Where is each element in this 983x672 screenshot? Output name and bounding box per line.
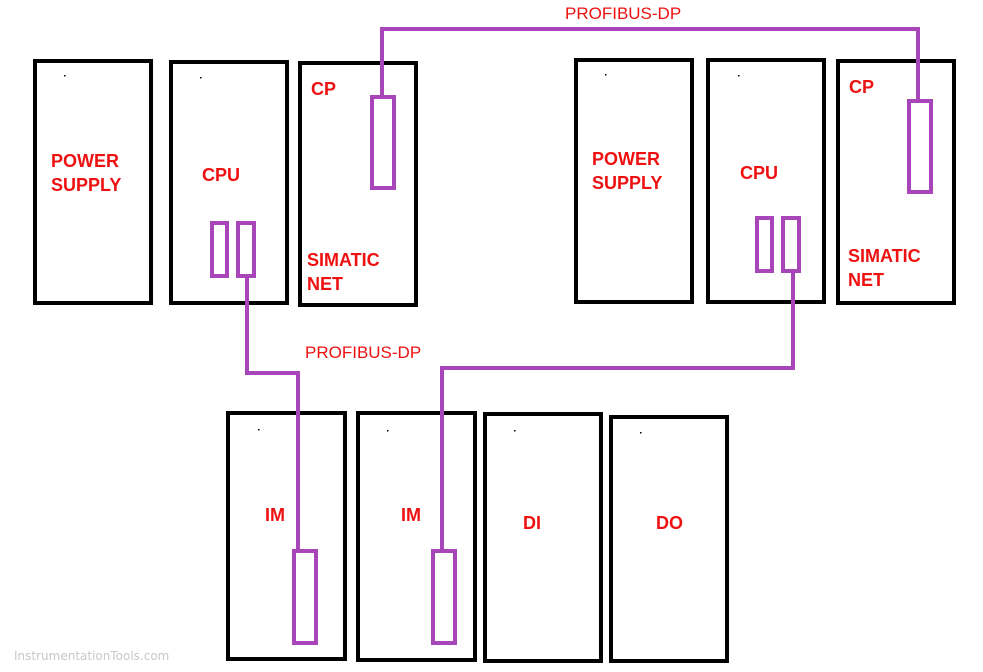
port-im-1 [292, 549, 318, 645]
module-power-supply-left [33, 59, 153, 305]
profibus-line-top [380, 27, 920, 101]
bus-label-top: PROFIBUS-DP [565, 4, 681, 23]
label-cpu-left: CPU [202, 165, 240, 185]
label-power-supply-left-line2: SUPPLY [51, 175, 121, 195]
module-dot [387, 430, 389, 432]
label-im-2: IM [401, 505, 421, 525]
port-cpu-left-a [210, 221, 229, 278]
module-dot [640, 432, 642, 434]
module-dot [605, 74, 607, 76]
profibus-line-right [440, 271, 795, 551]
module-dot [200, 77, 202, 79]
label-di: DI [523, 513, 541, 533]
label-cpu-right: CPU [740, 163, 778, 183]
label-cp-left: CP [311, 79, 336, 99]
port-cpu-right-a [755, 216, 774, 273]
bus-label-middle: PROFIBUS-DP [305, 343, 421, 362]
module-di [483, 412, 603, 663]
module-dot [514, 430, 516, 432]
watermark-text: InstrumentationTools.com [14, 649, 169, 663]
label-cp-right: CP [849, 77, 874, 97]
port-cpu-left-b [236, 221, 256, 278]
label-power-supply-right-line1: POWER [592, 149, 660, 169]
label-simatic-left-line1: SIMATIC [307, 250, 380, 270]
module-dot [64, 75, 66, 77]
label-power-supply-right-line2: SUPPLY [592, 173, 662, 193]
label-simatic-right-line1: SIMATIC [848, 246, 921, 266]
module-cpu-left [169, 60, 289, 305]
label-do: DO [656, 513, 683, 533]
label-simatic-right-line2: NET [848, 270, 884, 290]
module-im-2 [356, 411, 477, 662]
label-simatic-left-line2: NET [307, 274, 343, 294]
module-power-supply-right [574, 58, 694, 304]
module-dot [258, 429, 260, 431]
module-cp-left [298, 61, 418, 307]
port-cpu-right-b [781, 216, 801, 273]
module-cpu-right [706, 58, 826, 304]
module-cp-right [836, 59, 956, 305]
profibus-line-left [245, 276, 300, 551]
port-cp-left [370, 95, 396, 190]
label-power-supply-left-line1: POWER [51, 151, 119, 171]
module-dot [738, 75, 740, 77]
module-im-1 [226, 411, 347, 661]
port-cp-right [907, 99, 933, 194]
port-im-2 [431, 549, 457, 645]
label-im-1: IM [265, 505, 285, 525]
module-do [609, 415, 729, 663]
